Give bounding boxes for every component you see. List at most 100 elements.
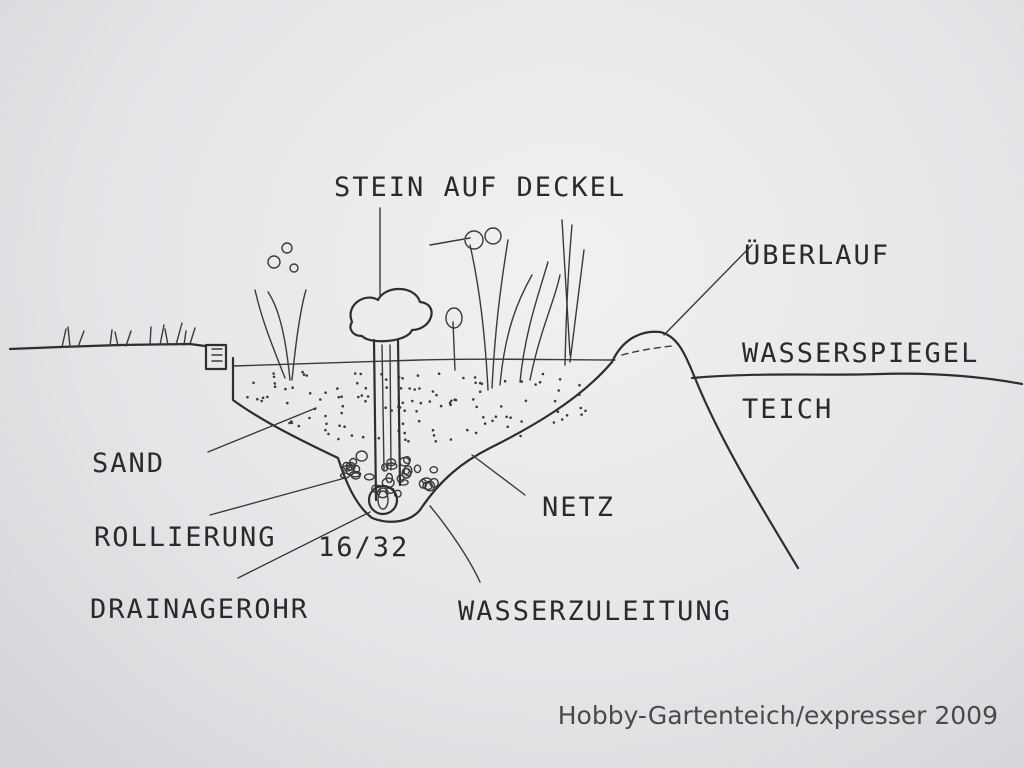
sand-dot — [401, 401, 405, 405]
sand-dot — [308, 416, 311, 420]
sand-dot — [401, 377, 404, 380]
gravel-stone — [349, 470, 362, 478]
sand-dot — [472, 398, 475, 401]
sand-dot — [401, 422, 405, 426]
sand-dot — [503, 379, 507, 383]
label-rollierung: ROLLIERUNG — [94, 522, 277, 553]
label-koernung: 16/32 — [318, 532, 410, 563]
sand-dot — [578, 393, 581, 397]
sand-dot — [439, 404, 443, 408]
gravel-stone — [401, 467, 412, 479]
sand-dot — [520, 380, 523, 383]
stone-on-lid — [349, 287, 433, 343]
sand-dot — [449, 403, 452, 407]
drainage-pipe — [367, 484, 399, 516]
sand-dot — [565, 414, 569, 417]
sand-dot — [560, 418, 564, 421]
label-teich: TEICH — [742, 394, 834, 425]
sand-dot — [417, 419, 421, 423]
ground-line — [8, 342, 207, 351]
sand-dot — [449, 438, 453, 441]
sand-dot — [473, 376, 477, 379]
sand-dot — [474, 431, 478, 435]
sand-dot — [261, 396, 265, 400]
sand-dot — [403, 409, 407, 413]
sand-dot — [308, 392, 312, 395]
gravel-stone — [385, 472, 394, 484]
sand-dot — [556, 410, 560, 414]
sand-dot — [431, 390, 435, 393]
label-netz: NETZ — [542, 492, 616, 523]
sand-dot — [475, 405, 479, 409]
riser-pipe — [372, 338, 402, 502]
sand-dot — [434, 440, 438, 443]
sand-dot — [404, 438, 407, 442]
sand-dot — [246, 395, 249, 399]
sand-dot — [302, 373, 306, 376]
gravel-stone — [418, 478, 428, 489]
sand-dot — [301, 370, 304, 374]
sand-dot — [284, 387, 287, 391]
pond-water-line — [690, 372, 1024, 386]
sand-dot — [340, 411, 344, 415]
gravel-stone — [363, 473, 375, 481]
gravel-stone — [429, 477, 439, 488]
gravel-stone — [342, 461, 351, 470]
sand-dot — [272, 375, 276, 379]
sand-dot — [432, 434, 436, 437]
sand-dot — [384, 378, 388, 381]
sand-dot — [509, 416, 512, 420]
sand-dot — [578, 383, 581, 387]
gravel-stone — [349, 457, 358, 466]
label-sand: SAND — [92, 448, 166, 479]
sand-dot — [538, 380, 542, 384]
sand-dot — [343, 425, 346, 429]
sand-dot — [297, 424, 301, 428]
sand-dot — [385, 386, 389, 389]
gravel-stone — [403, 465, 413, 477]
watermark-credit: Hobby-Gartenteich/expresser 2009 — [557, 701, 998, 730]
sand-dot — [291, 386, 294, 390]
sand-dot — [272, 372, 275, 375]
sand-dot — [366, 395, 370, 398]
sand-dot — [584, 409, 587, 413]
sand-dot — [407, 440, 410, 443]
sand-dot — [558, 378, 562, 381]
sand-dot — [364, 386, 368, 390]
sand-dot — [453, 398, 457, 402]
sand-dot — [337, 395, 341, 399]
overflow-dashed — [621, 345, 673, 356]
sand-dot — [480, 382, 484, 386]
sand-dot — [356, 381, 359, 385]
sand-dot — [337, 437, 340, 441]
sand-dot — [483, 422, 487, 425]
sand-dot — [336, 387, 339, 390]
sand-dot — [359, 372, 363, 376]
water-surface — [232, 358, 616, 367]
sand-dot — [377, 436, 381, 440]
sand-dot — [357, 395, 360, 399]
grass-tufts — [61, 322, 196, 348]
sand-dot — [437, 372, 441, 376]
label-stein-auf-deckel: STEIN AUF DECKEL — [334, 172, 627, 203]
sand-dot — [450, 399, 453, 403]
edge-box — [204, 343, 228, 371]
sand-dot — [435, 393, 438, 397]
sand-dot — [431, 428, 435, 432]
sand-dot — [519, 434, 522, 438]
sand-dot — [506, 425, 510, 429]
sand-dot — [541, 372, 545, 376]
sand-dot — [338, 424, 341, 428]
gravel-stone — [381, 463, 389, 472]
sand-dots — [246, 370, 587, 443]
sand-dot — [416, 374, 420, 377]
sand-dot — [534, 383, 537, 386]
gravel-stone — [355, 450, 368, 462]
sand-dot — [557, 389, 560, 392]
sand-dot — [273, 385, 277, 389]
sand-dot — [428, 400, 432, 403]
sand-dot — [520, 420, 523, 423]
label-ueberlauf: ÜBERLAUF — [744, 240, 891, 271]
sand-dot — [341, 404, 345, 408]
